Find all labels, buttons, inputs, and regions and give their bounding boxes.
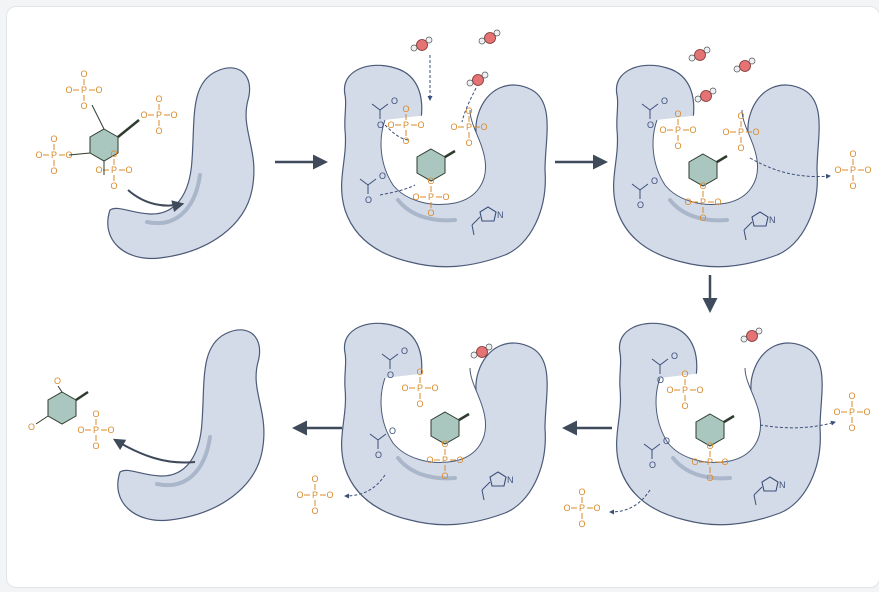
stage-product-released: O O xyxy=(28,327,266,523)
release-arrow xyxy=(112,438,196,464)
released-phosphate-4 xyxy=(295,473,335,517)
enzyme-empty xyxy=(115,327,266,523)
svg-text:O: O xyxy=(28,422,35,432)
stage-third-release xyxy=(295,321,550,527)
stage-second-release xyxy=(562,321,872,530)
binding-arrow xyxy=(127,189,185,213)
released-phosphate-3 xyxy=(562,486,602,530)
released-phosphate-2 xyxy=(832,390,872,434)
enzyme-empty xyxy=(105,65,256,261)
stage-first-release xyxy=(611,46,873,269)
inositol-hexaphosphate xyxy=(34,68,179,192)
released-phosphate-1 xyxy=(833,148,873,192)
svg-text:O: O xyxy=(54,376,61,386)
stage-free-substrate xyxy=(34,65,256,261)
product-molecule: O O xyxy=(28,376,116,452)
stage-bound-complex xyxy=(339,29,550,269)
